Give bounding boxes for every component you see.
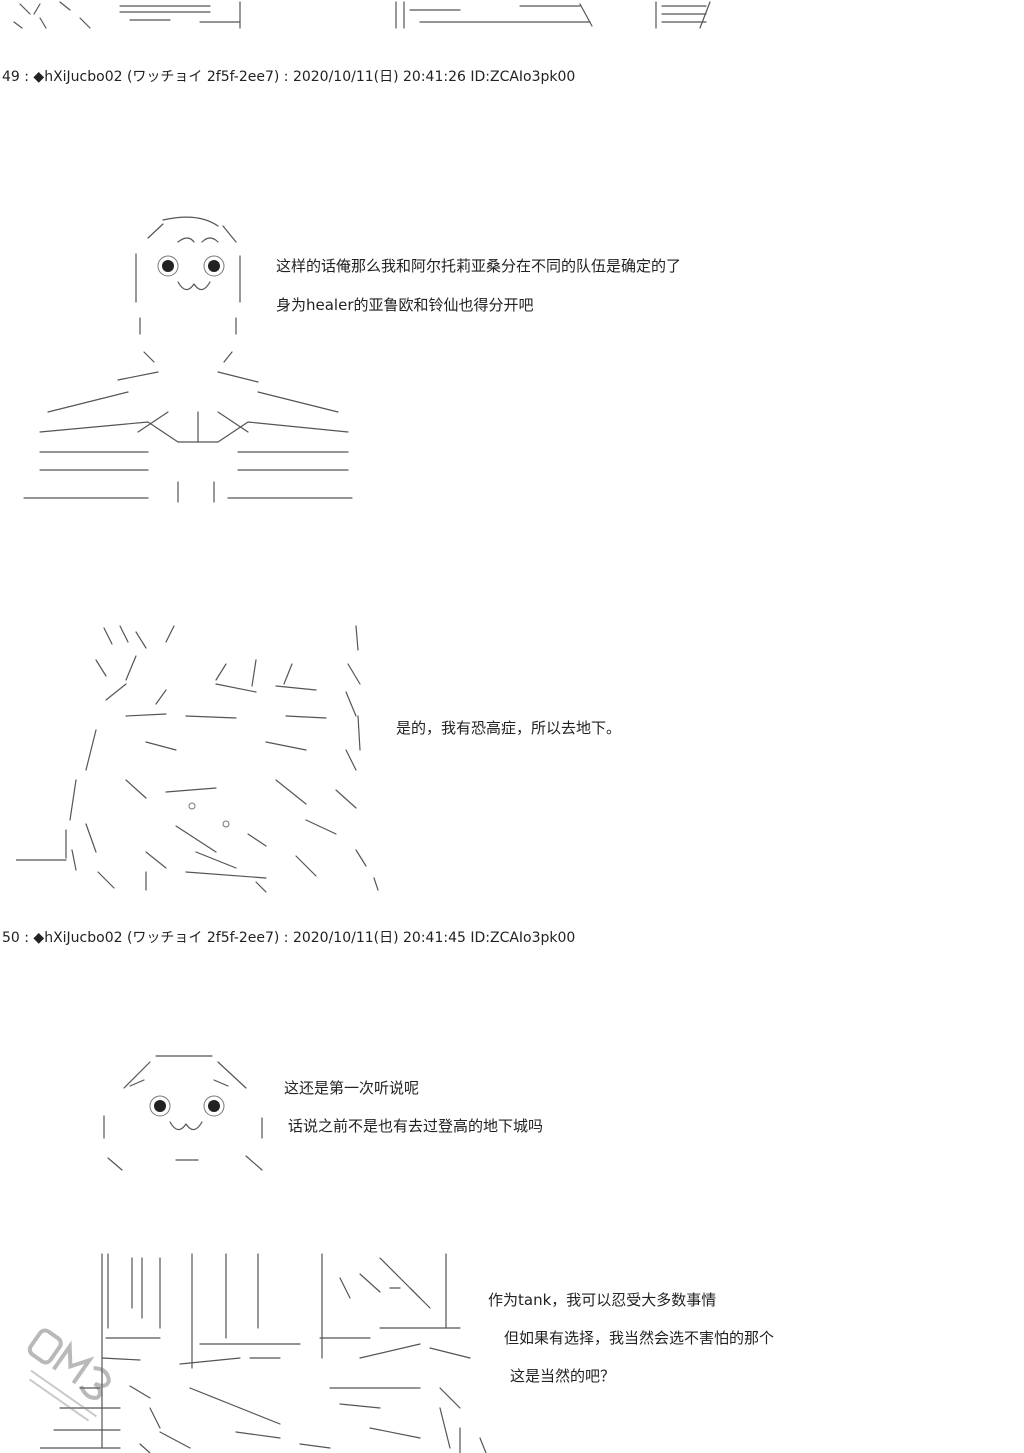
dialogue-line: 话说之前不是也有去过登高的地下城吗 <box>288 1117 544 1135</box>
post-header-50: 50 : ◆hXiJucbo02 (ワッチョイ 2f5f-2ee7) : 202… <box>2 930 576 946</box>
dialogue-block-49b: 是的，我有恐高症，所以去地下。 <box>396 718 621 738</box>
top-ascii-art-icon <box>13 1 711 29</box>
dialogue-line: 身为healer的亚鲁欧和铃仙也得分开吧 <box>276 296 534 314</box>
dialogue-block-50a: 这还是第一次听说呢 话说之前不是也有去过登高的地下城吗 <box>284 1078 543 1136</box>
dialogue-line: 这是当然的吧？ <box>510 1367 616 1385</box>
character-face-icon <box>23 216 353 503</box>
top-ascii-art-fragment <box>0 0 720 34</box>
character-art-2 <box>16 620 386 895</box>
dialogue-line: 这还是第一次听说呢 <box>284 1079 420 1097</box>
dialogue-line: 这样的话俺那么我和阿尔托莉亚桑分在不同的队伍是确定的了 <box>276 257 682 275</box>
character-art-4 <box>40 1248 500 1453</box>
dialogue-line: 但如果有选择，我当然会选不害怕的那个 <box>504 1329 775 1347</box>
character-figure-icon <box>16 625 379 893</box>
dialogue-line: 是的，我有恐高症，所以去地下。 <box>396 719 622 737</box>
post-header-49: 49 : ◆hXiJucbo02 (ワッチョイ 2f5f-2ee7) : 202… <box>2 69 576 85</box>
dialogue-block-50b: 作为tank，我可以忍受大多数事情 但如果有选择，我当然会选不害怕的那个 这是当… <box>488 1290 774 1386</box>
dialogue-line: 作为tank，我可以忍受大多数事情 <box>488 1291 717 1309</box>
character-round-face-icon <box>103 1055 263 1171</box>
dialogue-block-49a: 这样的话俺那么我和阿尔托莉亚桑分在不同的队伍是确定的了 身为healer的亚鲁欧… <box>276 256 681 315</box>
character-art-3 <box>96 1048 276 1178</box>
character-armor-icon <box>40 1253 487 1453</box>
dmzj-watermark-icon <box>18 1318 138 1428</box>
character-art-1 <box>18 212 358 512</box>
